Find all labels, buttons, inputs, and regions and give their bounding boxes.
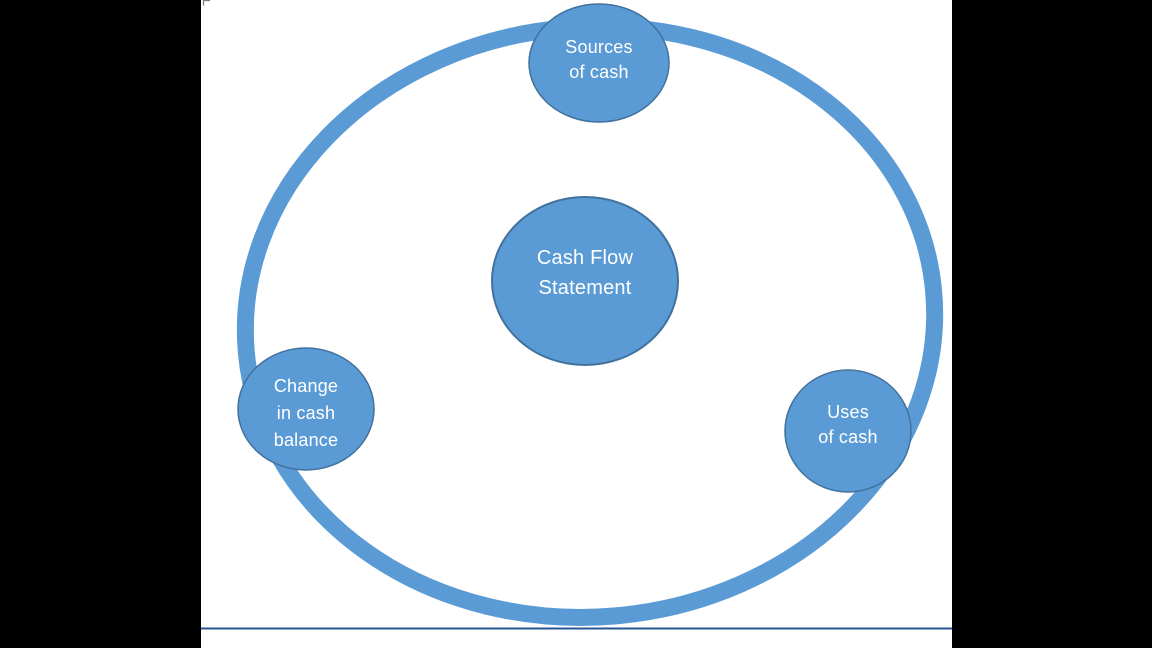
label-change-line-1: Change	[274, 376, 338, 396]
label-change-line-3: balance	[274, 430, 338, 450]
slide-canvas: Sources of cash Uses of cash Change in c…	[201, 0, 952, 648]
label-uses-line-1: Uses	[827, 402, 869, 422]
node-change-in-cash-balance	[237, 347, 375, 471]
label-uses-line-2: of cash	[818, 427, 877, 447]
letterbox-right	[952, 0, 1152, 648]
corner-mark	[202, 0, 210, 6]
node-cash-flow-statement	[491, 196, 679, 366]
cash-flow-cycle-diagram: Sources of cash Uses of cash Change in c…	[201, 0, 952, 630]
label-sources-line-1: Sources	[565, 37, 632, 57]
letterbox-left	[0, 0, 201, 648]
label-title-line-1: Cash Flow	[537, 247, 634, 269]
node-uses-of-cash	[784, 369, 912, 493]
label-title-line-2: Statement	[539, 277, 632, 299]
label-change-line-2: in cash	[277, 403, 335, 423]
node-sources-of-cash	[528, 3, 670, 123]
label-sources-line-2: of cash	[569, 62, 628, 82]
